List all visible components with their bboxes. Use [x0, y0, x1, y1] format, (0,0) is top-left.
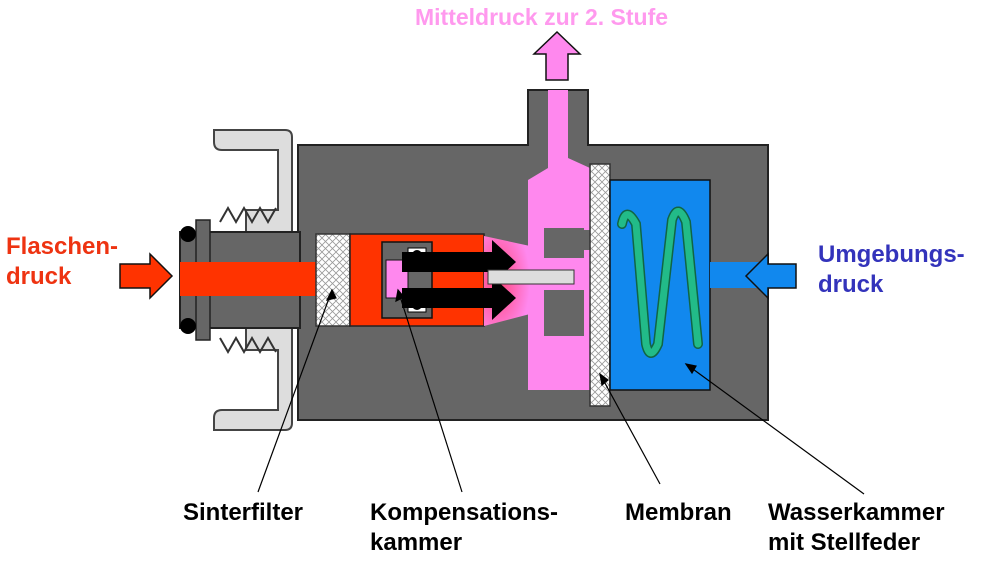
label-ambient-pressure: Umgebungs- druck [818, 240, 965, 300]
label-tank-pressure-line2: druck [6, 263, 72, 290]
label-sinterfilter: Sinterfilter [183, 498, 303, 528]
label-sinterfilter-text: Sinterfilter [183, 499, 304, 526]
label-membrane: Membran [625, 498, 732, 528]
o-ring-bottom [180, 318, 196, 334]
ambient-arrow [744, 252, 797, 300]
piston-stem [487, 269, 575, 285]
membrane [589, 163, 611, 407]
inlet-arrow [119, 252, 174, 300]
outlet-arrow [532, 30, 582, 81]
sinter-filter [315, 233, 351, 327]
label-water-chamber-line2: mit Stellfeder [768, 529, 921, 556]
label-ambient-pressure-line2: druck [818, 271, 884, 298]
leader-lines [257, 288, 865, 495]
label-tank-pressure-line1: Flaschen- [6, 233, 119, 260]
label-tank-pressure: Flaschen- druck [6, 232, 118, 292]
o-ring-top [180, 226, 196, 242]
label-compensation-line2: kammer [370, 529, 463, 556]
label-compensation-line1: Kompensations- [370, 499, 559, 526]
label-water-chamber-line1: Wasserkammer [768, 499, 945, 526]
yoke-bottom-thread [219, 335, 277, 355]
spring [617, 206, 703, 358]
label-ambient-pressure-line1: Umgebungs- [818, 241, 965, 268]
label-compensation-chamber: Kompensations- kammer [370, 498, 558, 558]
label-membrane-text: Membran [625, 499, 732, 526]
yoke-bottom [213, 327, 293, 431]
valve-arrows [402, 240, 516, 320]
yoke-top [213, 129, 293, 233]
label-water-chamber: Wasserkammer mit Stellfeder [768, 498, 945, 558]
label-outlet-pressure: Mitteldruck zur 2. Stufe [415, 4, 669, 30]
yoke-top-thread [219, 205, 277, 225]
high-pressure-channel [180, 262, 320, 296]
